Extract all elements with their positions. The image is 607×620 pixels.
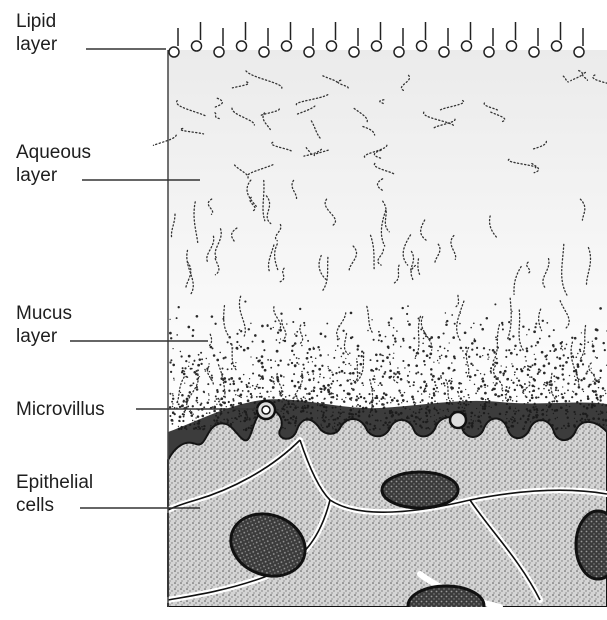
lipid-head bbox=[372, 41, 382, 51]
lipid-head bbox=[214, 47, 224, 57]
lipid-head bbox=[192, 41, 202, 51]
lipid-head bbox=[237, 41, 247, 51]
lipid-head bbox=[259, 47, 269, 57]
lipid-head bbox=[439, 47, 449, 57]
lipid-head bbox=[507, 41, 517, 51]
microvillus-label: Microvillus bbox=[16, 398, 105, 421]
lipid-head bbox=[327, 41, 337, 51]
lipid-head bbox=[552, 41, 562, 51]
cell-nucleus bbox=[382, 472, 458, 508]
lipid-head bbox=[417, 41, 427, 51]
lipid-head bbox=[349, 47, 359, 57]
cell-nucleus bbox=[576, 511, 607, 579]
lipid-head bbox=[169, 47, 179, 57]
lipid-head bbox=[484, 47, 494, 57]
lipid-layer-label: Lipid layer bbox=[16, 10, 57, 56]
epithelial-cells-label: Epithelial cells bbox=[16, 471, 93, 517]
mucus-layer-label: Mucus layer bbox=[16, 302, 72, 348]
aqueous-layer-label: Aqueous layer bbox=[16, 141, 91, 187]
lipid-head bbox=[394, 47, 404, 57]
lipid-head bbox=[282, 41, 292, 51]
epithelial-tissue bbox=[168, 410, 607, 607]
lipid-head bbox=[462, 41, 472, 51]
microvillus-loop bbox=[450, 412, 466, 428]
lipid-head bbox=[529, 47, 539, 57]
lipid-head bbox=[304, 47, 314, 57]
lipid-head bbox=[574, 47, 584, 57]
